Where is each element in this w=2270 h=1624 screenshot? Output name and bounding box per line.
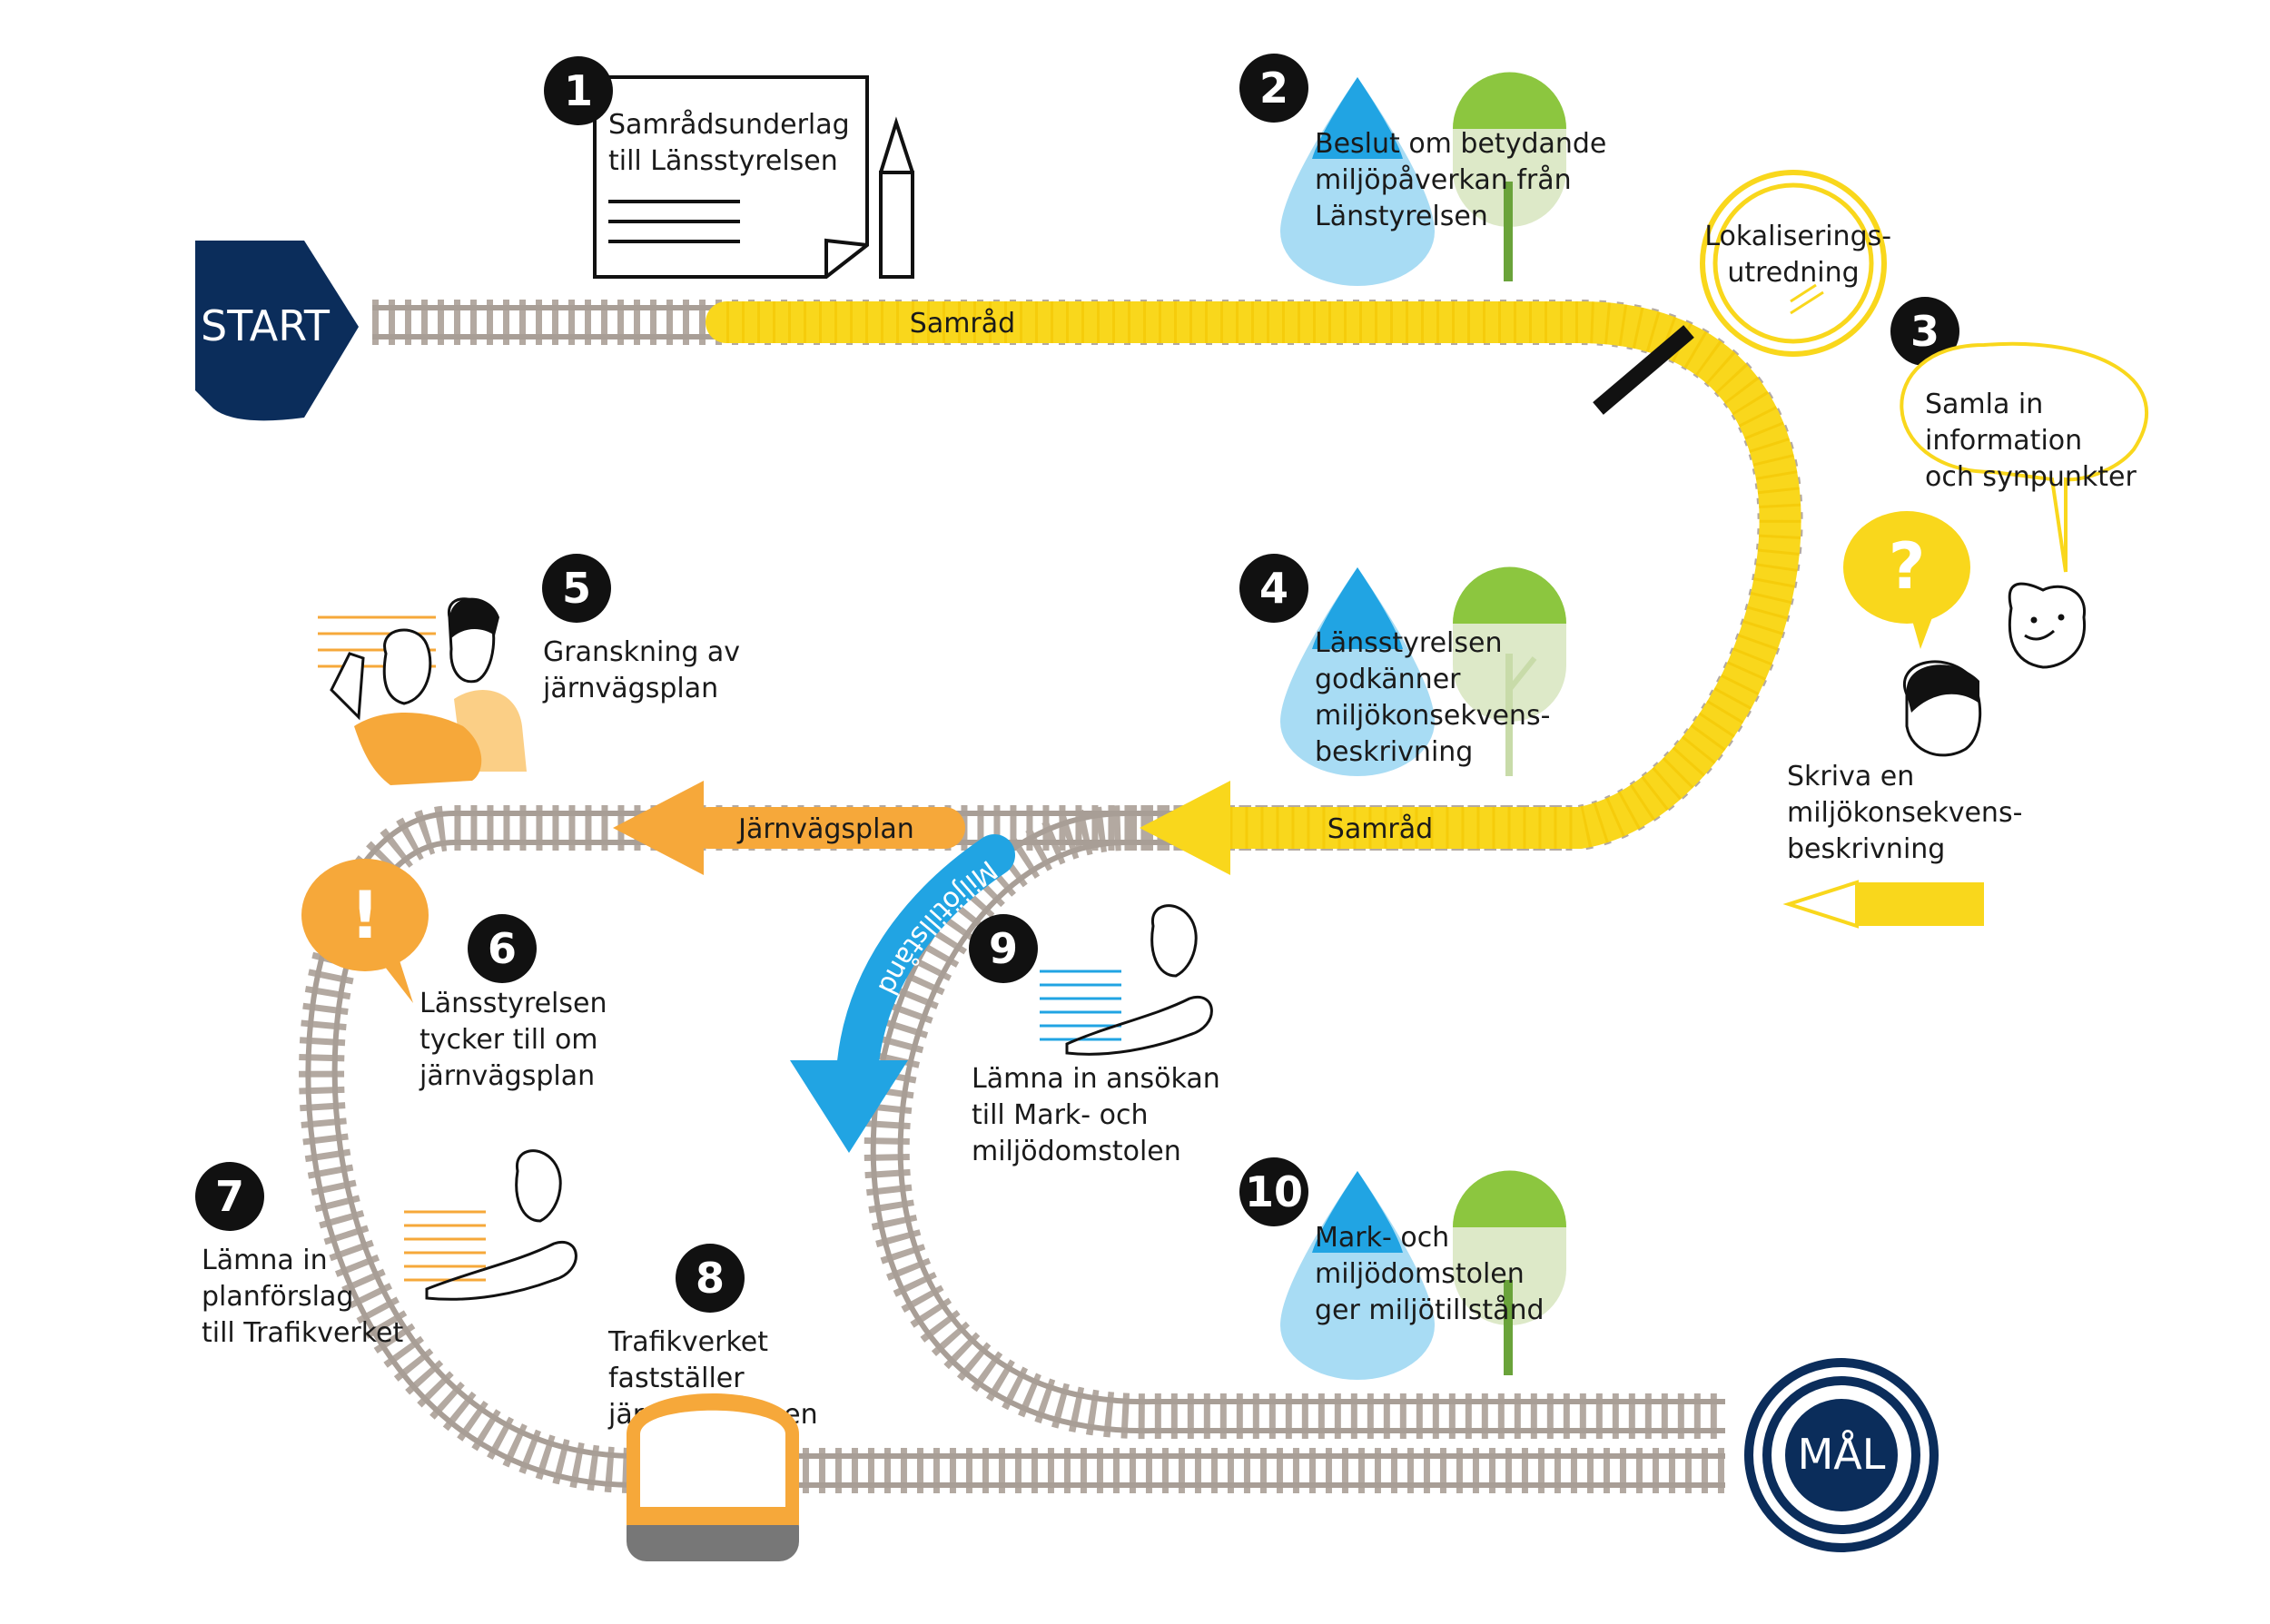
- samrad-arrow-head: [1140, 781, 1230, 875]
- tree-icon: [1453, 72, 1566, 281]
- step-4: 4 Länsstyrelsen godkänner miljökonsekven…: [1239, 554, 1566, 776]
- step-10-text: Mark- och miljödomstolen ger miljötillst…: [1315, 1222, 1545, 1326]
- step-9: 9 Lämna in ansökan till Mark- och miljöd…: [969, 904, 1229, 1167]
- step-1: 1 Samrådsunderlag till Länsstyrelsen: [544, 56, 914, 279]
- step-7: 7 Lämna in planförslag till Trafikverket: [195, 1149, 577, 1349]
- document-lines-icon: [404, 1210, 486, 1282]
- step-number: 7: [215, 1172, 244, 1221]
- pencil-icon: [879, 116, 914, 279]
- speech-bubble-icon: [1900, 341, 2148, 573]
- step-number: 1: [564, 66, 593, 115]
- svg-text:?: ?: [1889, 529, 1926, 604]
- svg-text:!: !: [350, 877, 380, 953]
- person-handing-icon: [425, 1149, 577, 1301]
- samrad-label-mid: Samråd: [1327, 813, 1433, 845]
- step-2-text: Beslut om betydande miljöpåverkan från L…: [1315, 128, 1615, 232]
- samrad-label-top: Samråd: [910, 308, 1015, 340]
- step-number: 9: [989, 924, 1018, 973]
- step-10: 10 Mark- och miljödomstolen ger miljötil…: [1239, 1157, 1566, 1380]
- people-reviewing-icon: [330, 597, 527, 785]
- miljotillstand-arrow-head: [790, 1060, 908, 1153]
- question-bubble-icon: ?: [1843, 511, 1970, 649]
- train-icon: [627, 1393, 799, 1561]
- person-handing-icon: [1065, 904, 1213, 1056]
- step-3: 3 Samla in information och synpunkter ? …: [1782, 297, 2148, 929]
- railway-track: [299, 300, 1803, 1493]
- jarnvagsplan-band: Järnvägsplan: [613, 781, 965, 875]
- goal-label: MÅL: [1798, 1430, 1886, 1479]
- step-4-text: Länsstyrelsen godkänner miljökonsekvens-…: [1315, 627, 1559, 768]
- jarnvagsplan-arrow-head: [613, 781, 704, 875]
- yellow-pencil-icon: [1782, 880, 1984, 929]
- step-6-text: Länsstyrelsen tycker till om järnvägspla…: [419, 988, 616, 1092]
- step-number: 3: [1910, 307, 1939, 356]
- lokalisering-text: Lokaliserings- utredning: [1704, 221, 1900, 289]
- step-5: 5 Granskning av järnvägsplan: [318, 554, 749, 785]
- exclamation-bubble-icon: !: [301, 859, 429, 1003]
- jarnvagsplan-label: Järnvägsplan: [736, 813, 914, 845]
- step-7-text: Lämna in planförslag till Trafikverket: [202, 1245, 404, 1349]
- start-label: START: [201, 301, 331, 350]
- goal-marker: MÅL: [1744, 1358, 1939, 1552]
- step-5-text: Granskning av järnvägsplan: [542, 636, 749, 704]
- step-number: 6: [488, 924, 517, 973]
- step-number: 8: [696, 1254, 725, 1303]
- step-number: 4: [1259, 564, 1288, 613]
- tree-icon: [1453, 566, 1566, 776]
- start-marker: START: [195, 241, 359, 421]
- person-face-icon: [2008, 582, 2086, 669]
- step-8: 8 Trafikverket fastställer järnvägsplane…: [607, 1244, 818, 1561]
- step-6: ! 6 Länsstyrelsen tycker till om järnväg…: [301, 859, 616, 1092]
- document-lines-icon: [1040, 969, 1121, 1041]
- water-drop-icon: [1280, 1171, 1435, 1380]
- water-drop-icon: [1280, 77, 1435, 286]
- step-1-text: Samrådsunderlag till Länsstyrelsen: [608, 109, 858, 177]
- magnifier-icon: Lokaliserings- utredning: [1593, 170, 1900, 415]
- step-2: 2 Beslut om betydande miljöpåverkan från…: [1239, 54, 1615, 286]
- person-head-icon: [1903, 660, 1982, 757]
- step-9-text: Lämna in ansökan till Mark- och miljödom…: [972, 1063, 1229, 1167]
- step-number: 5: [562, 564, 591, 613]
- tree-icon: [1453, 1170, 1566, 1375]
- step-3-text: Samla in information och synpunkter: [1925, 389, 2137, 493]
- step-number: 10: [1245, 1167, 1303, 1216]
- water-drop-icon: [1280, 567, 1435, 776]
- step-3-extra-text: Skriva en miljökonsekvens- beskrivning: [1787, 761, 2031, 865]
- step-number: 2: [1259, 64, 1288, 113]
